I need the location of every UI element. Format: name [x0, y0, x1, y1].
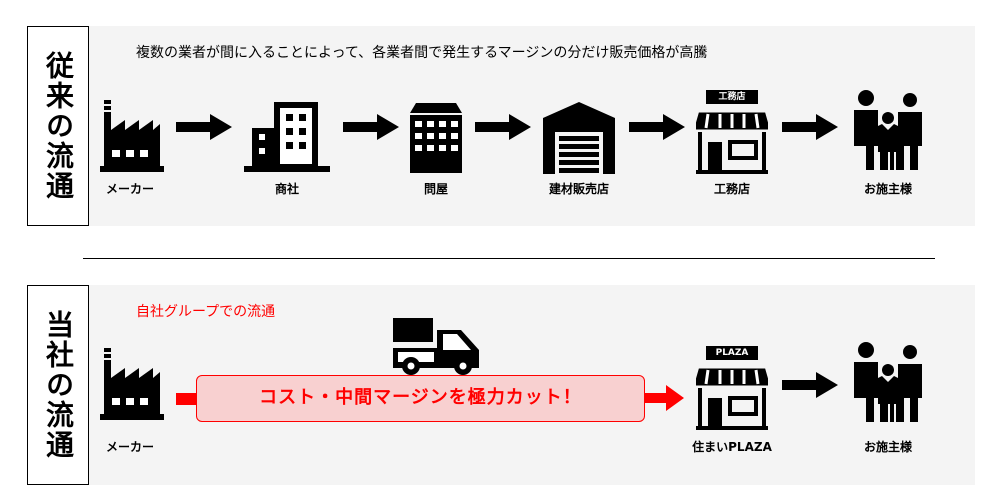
step-label: お施主様 — [863, 440, 913, 454]
step-label: 商社 — [274, 182, 300, 196]
arrow-icon — [782, 370, 838, 400]
factory-icon — [100, 348, 164, 420]
red-arrow-icon — [644, 385, 684, 411]
family-icon — [848, 340, 928, 424]
arrow-tail — [176, 393, 198, 405]
shop-sign: 工務店 — [706, 90, 758, 104]
step-label: メーカー — [105, 440, 155, 454]
factory-icon — [100, 100, 164, 172]
step-label: メーカー — [105, 182, 155, 196]
arrow-icon — [176, 112, 232, 142]
step-label: 工務店 — [713, 182, 751, 196]
warehouse-icon — [543, 102, 615, 174]
traditional-label: 従来の流通 — [27, 26, 89, 226]
step-label: 問屋 — [423, 182, 449, 196]
our-subtitle: 自社グループでの流通 — [136, 304, 276, 320]
shop-icon — [696, 94, 768, 174]
traditional-description: 複数の業者が間に入ることによって、各業者間で発生するマージンの分だけ販売価格が高… — [136, 45, 708, 61]
wholesaler-building-icon — [410, 103, 462, 173]
arrow-icon — [782, 112, 838, 142]
step-label: お施主様 — [863, 182, 913, 196]
divider — [83, 258, 935, 259]
arrow-icon — [629, 112, 685, 142]
shop-sign: PLAZA — [706, 346, 758, 360]
truck-icon — [393, 318, 479, 375]
office-building-icon — [244, 102, 330, 172]
step-label: 住まいPLAZA — [692, 440, 772, 454]
our-label: 当社の流通 — [27, 285, 89, 485]
step-label: 建材販売店 — [548, 182, 610, 196]
family-icon — [848, 88, 928, 172]
arrow-icon — [343, 112, 399, 142]
cost-cut-banner: コスト・中間マージンを極力カット！ — [196, 375, 645, 422]
arrow-icon — [475, 112, 531, 142]
shop-icon — [696, 350, 768, 430]
